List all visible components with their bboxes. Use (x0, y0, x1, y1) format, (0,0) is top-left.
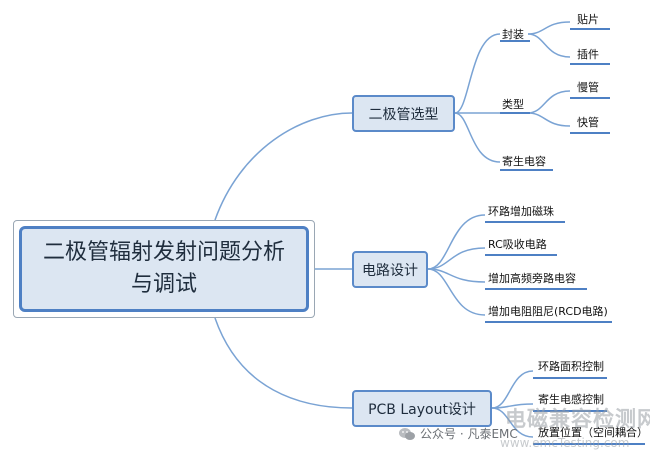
branch-label: 二极管选型 (368, 106, 439, 123)
node-类型[interactable]: 类型 (502, 98, 524, 111)
node-慢管[interactable]: 慢管 (577, 81, 599, 94)
branch-pcb-layout[interactable]: PCB Layout设计 (352, 390, 492, 427)
watermark-site-url: www.emcTesting.com (500, 436, 630, 450)
node-增加高频旁路电容[interactable]: 增加高频旁路电容 (488, 272, 576, 285)
link-b1-寄生 (454, 112, 501, 163)
link-类型-慢管 (527, 90, 571, 114)
node-增加电阻阻尼[interactable]: 增加电阻阻尼(RCD电路) (488, 305, 608, 318)
watermark-site-cn: 电磁兼容检测网 (505, 407, 650, 431)
link-root-b1 (214, 112, 353, 221)
link-b1-封装 (454, 33, 501, 114)
node-快管[interactable]: 快管 (577, 116, 599, 129)
root-node[interactable]: 二极管辐射发射问题分析与调试 (13, 220, 315, 318)
node-贴片[interactable]: 贴片 (577, 13, 599, 26)
branch-diode-selection[interactable]: 二极管选型 (352, 95, 455, 132)
link-b3-c3 (491, 407, 534, 438)
wechat-icon (399, 427, 415, 440)
node-寄生电感控制[interactable]: 寄生电感控制 (538, 393, 604, 406)
link-封装-插件 (527, 33, 571, 58)
link-b2-c2 (427, 247, 486, 270)
node-环路增加磁珠[interactable]: 环路增加磁珠 (488, 205, 554, 218)
node-封装[interactable]: 封装 (502, 28, 524, 41)
link-封装-贴片 (527, 21, 571, 35)
node-放置位置[interactable]: 放置位置（空间耦合） (538, 426, 648, 439)
link-b2-c4 (427, 268, 486, 316)
link-b2-c1 (427, 214, 486, 270)
node-rc吸收电路[interactable]: RC吸收电路 (488, 238, 547, 251)
branch-label: PCB Layout设计 (368, 401, 476, 418)
branch-circuit-design[interactable]: 电路设计 (352, 251, 428, 288)
wechat-tag: 公众号 · 凡泰EMC (398, 425, 518, 442)
link-b3-c1 (491, 370, 534, 409)
node-环路面积控制[interactable]: 环路面积控制 (538, 360, 604, 373)
node-寄生电容[interactable]: 寄生电容 (502, 155, 546, 168)
link-类型-快管 (527, 112, 571, 127)
wechat-label: 公众号 · 凡泰EMC (420, 427, 518, 441)
link-root-b3 (214, 317, 353, 409)
node-插件[interactable]: 插件 (577, 48, 599, 61)
branch-label: 电路设计 (362, 262, 418, 279)
root-title: 二极管辐射发射问题分析与调试 (19, 226, 309, 312)
